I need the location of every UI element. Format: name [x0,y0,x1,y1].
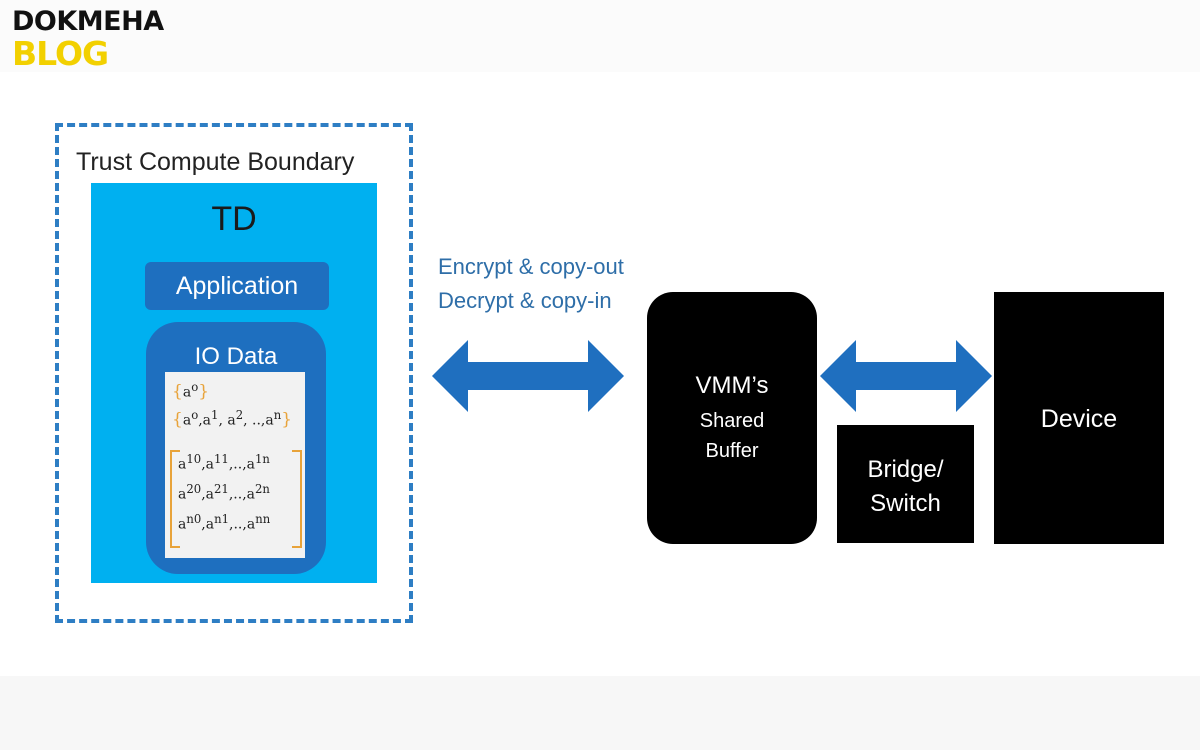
bridge-switch-box [837,425,974,543]
matrix-row-1: a10,a11,..,a1n [178,452,270,473]
dokmeha-blog-logo[interactable]: DOKMEHA BLOG [12,8,164,70]
vmm-shared-buffer-box [647,292,817,544]
bridge-label: Bridge/ [867,456,944,483]
vmm-shared-label: Shared [699,410,765,432]
matrix-left-bracket [170,450,180,548]
decrypt-copy-in-label: Decrypt & copy-in [438,288,612,313]
application-box: Application [145,262,329,310]
bottom-band [0,676,1200,750]
device-label: Device [1040,405,1118,433]
vmm-buffer-label: Buffer [705,440,759,462]
matrix-right-bracket [292,450,302,548]
logo-line2: BLOG [12,34,109,73]
io-data-label: IO Data [194,343,278,370]
top-band [0,0,1200,72]
io-data-matrix-image [165,372,305,558]
matrix-line-scalar: {ao} [172,380,210,402]
matrix-line-vector: {ao,a1, a2, ..,an} [172,408,293,430]
device-box [994,292,1164,544]
encrypt-copy-out-label: Encrypt & copy-out [438,254,624,279]
matrix-row-2: a20,a21,..,a2n [178,482,270,503]
application-label: Application [175,271,299,300]
trust-boundary-label: Trust Compute Boundary [76,148,355,176]
matrix-row-3: an0,an1,..,ann [178,512,271,533]
vmm-device-double-arrow [820,340,992,412]
trust-compute-boundary [55,123,413,623]
td-vmm-double-arrow [432,340,624,412]
td-label: TD [211,200,257,238]
logo-line1: DOKMEHA [12,6,164,37]
switch-label: Switch [870,490,941,517]
vmm-title: VMM’s [695,372,769,399]
